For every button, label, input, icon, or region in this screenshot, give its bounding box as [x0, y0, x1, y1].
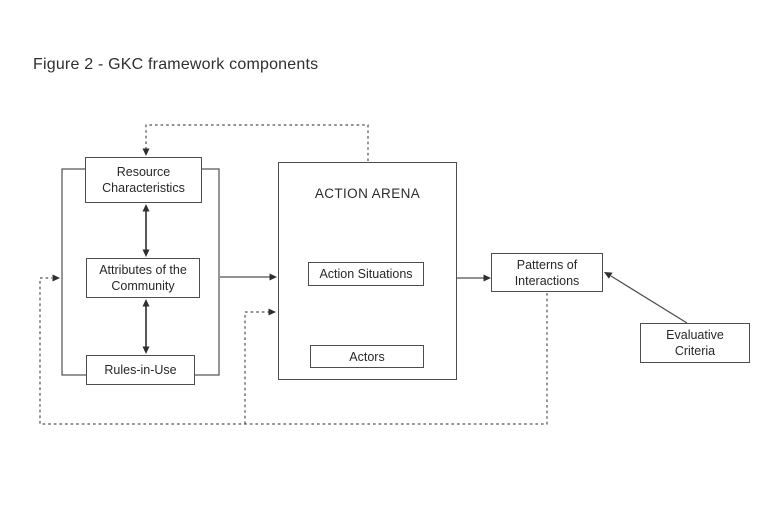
arrowhead-into-arena [269, 273, 277, 281]
arrowhead-dashed-into-arena [268, 308, 276, 316]
arrowhead-up-resource [142, 204, 150, 212]
label-action-arena: ACTION ARENA [314, 186, 421, 201]
label-action-situations: Action Situations [319, 267, 413, 281]
arrowhead-into-column [52, 274, 60, 282]
label-evaluative-criteria: Evaluative Criteria [666, 328, 724, 358]
dashed-feedback-to-arena [244, 311, 269, 424]
arrowhead-up-attributes [142, 299, 150, 307]
label-patterns-of-interactions: Patterns of Interactions [514, 257, 580, 288]
arrowhead-down-attributes [142, 249, 150, 257]
figure-caption: Figure 2 - GKC framework components [33, 56, 319, 73]
arrowhead-down-rules [142, 346, 150, 354]
box-resource-characteristics: Resource Characteristics [85, 157, 202, 203]
arrow-evaluative-to-patterns [610, 275, 688, 324]
arrowhead-down-into-resource [142, 148, 150, 156]
box-action-situations: Action Situations [308, 262, 424, 286]
label-actors: Actors [349, 349, 385, 364]
box-actors: Actors [310, 345, 424, 368]
box-evaluative-criteria: Evaluative Criteria [640, 323, 750, 363]
label-resource-characteristics: Resource Characteristics [102, 165, 185, 195]
dashed-line-arena-to-resource [145, 124, 369, 161]
arrowhead-diagonal-into-patterns [604, 272, 613, 279]
arrowhead-into-patterns [483, 274, 491, 282]
box-patterns-of-interactions: Patterns of Interactions [491, 253, 603, 292]
label-attributes-of-the-community: Attributes of the Community [99, 263, 187, 293]
label-rules-in-use: Rules-in-Use [104, 363, 177, 377]
box-rules-in-use: Rules-in-Use [86, 355, 195, 385]
box-attributes-of-the-community: Attributes of the Community [86, 258, 200, 298]
